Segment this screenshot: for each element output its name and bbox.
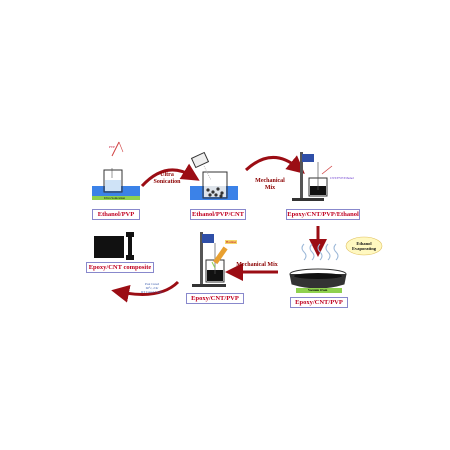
arrow4-label: Mechanical Mix	[236, 262, 278, 268]
arrow2-label: Mechanical Mix	[250, 178, 290, 192]
arrow2-line2: Mix	[264, 185, 276, 191]
cnt-pvp-ethanol-tag: CNT/PVP/Ethanol	[330, 176, 354, 180]
step5-stirrer-hardener	[192, 232, 228, 287]
step1-sonication-bath	[92, 141, 140, 200]
label-epoxy-cnt-pvp-ethanol: Epoxy/CNT/PVP/Ethanol	[286, 209, 360, 220]
label-epoxy-cnt-composite: Epoxy/CNT composite	[86, 262, 154, 273]
arrow-mechanical-mix-1	[244, 155, 305, 174]
step3-stirrer	[292, 152, 333, 201]
arrow3-line2: Evaporating	[351, 246, 376, 251]
label-ethanol-pvp-cnt: Ethanol/PVP/CNT	[190, 209, 246, 220]
ultra-sonication-bath-label: Ultra Sonication	[104, 196, 125, 200]
arrow1-line1: Ultra	[160, 172, 174, 178]
arrow1-label: Ultra Sonication	[147, 172, 187, 186]
arrow3-line1: Ethanol	[356, 241, 372, 246]
step6-composite-sample	[94, 232, 134, 260]
label-epoxy-cnt-pvp-mix: Epoxy/CNT/PVP	[186, 293, 244, 304]
label-epoxy-cnt-pvp-oven: Epoxy/CNT/PVP	[290, 297, 348, 308]
arrow3-label: Ethanol Evaporating	[348, 241, 380, 251]
arrow1-line2: Sonication	[153, 179, 181, 185]
curing-line1: Post Cured	[144, 282, 160, 286]
curing-note: Post Cured 60°c, 2 hr RT Cured 2 days	[130, 282, 174, 294]
step2-cnt-beaker	[190, 151, 238, 200]
arrow-curing	[111, 280, 180, 303]
step4-vacuum-oven	[289, 243, 347, 293]
curing-line3: RT Cured 2 days	[141, 290, 163, 294]
pvp-tag: PVP	[109, 145, 115, 149]
label-ethanol-pvp: Ethanol/PVP	[92, 209, 140, 220]
curing-line2: 60°c, 2 hr	[145, 286, 159, 290]
vacuum-oven-label: Vacuum Oven	[308, 288, 328, 292]
ethanol-evaporating-bubble	[345, 236, 383, 256]
hardner-tag: Hardner	[225, 240, 238, 244]
arrow-ultra-sonication	[140, 163, 200, 188]
arrow2-line1: Mechanical	[255, 178, 285, 184]
